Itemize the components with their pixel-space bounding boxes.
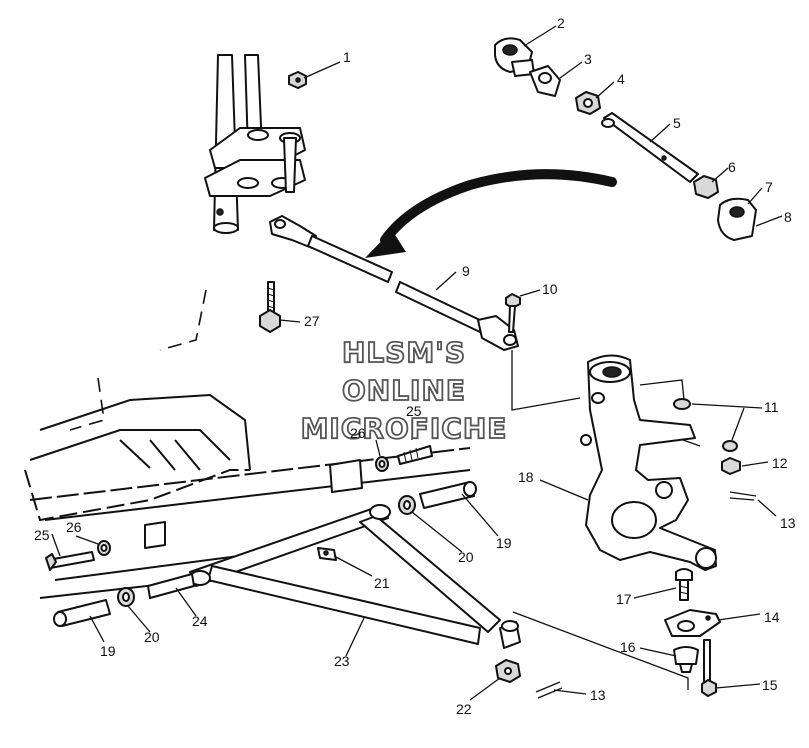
callout-12: 12: [772, 455, 788, 471]
callout-21: 21: [374, 575, 390, 591]
direction-arrow: [365, 169, 617, 258]
callout-9: 9: [462, 263, 470, 279]
bolt-25-upper: [397, 445, 433, 465]
sleeve-19-lower: [53, 599, 111, 627]
callout-23: 23: [334, 653, 350, 669]
callout-15: 15: [762, 677, 778, 693]
callout-2: 2: [557, 15, 565, 31]
washer-26-upper: [375, 456, 389, 472]
bolt-25-lower: [45, 551, 95, 571]
washer-20-upper: [398, 495, 416, 515]
nut-22: [495, 659, 521, 683]
ball-joint-16: [673, 646, 699, 673]
bolt-10: [505, 293, 521, 333]
callout-6: 6: [728, 159, 736, 175]
bolt-17: [675, 568, 693, 601]
bushing-24: [147, 573, 195, 599]
callout-20-lower: 20: [144, 629, 160, 645]
steering-knuckle-18: [580, 354, 717, 571]
steering-post: [204, 54, 306, 234]
callout-4: 4: [617, 71, 625, 87]
nut-4: [575, 91, 601, 115]
callout-20-upper: 20: [458, 549, 474, 565]
callout-18: 18: [518, 469, 534, 485]
watermark-line-3: MICROFICHE: [301, 412, 508, 445]
callout-8: 8: [784, 209, 792, 225]
washer-20-lower: [117, 587, 135, 607]
callout-19-upper: 19: [496, 535, 512, 551]
grease-fitting-21: [317, 547, 337, 561]
callout-7: 7: [765, 179, 773, 195]
tie-rod-9: [269, 215, 519, 351]
callout-17: 17: [616, 591, 632, 607]
jam-nut-3: [529, 65, 561, 97]
cotter-pin-13-lower: [535, 681, 563, 699]
watermark: HLSM'S ONLINE MICROFICHE: [300, 335, 508, 446]
callout-3: 3: [584, 51, 592, 67]
assembly-lines: [69, 289, 701, 690]
callout-13-lower: 13: [590, 687, 606, 703]
callout-25-lower: 25: [34, 527, 50, 543]
sleeve-19-upper: [419, 481, 477, 509]
a-arm-23: [189, 504, 521, 649]
tie-rod-end-2: [494, 37, 535, 77]
cotter-pin-13-upper: [729, 491, 757, 501]
nut-1: [288, 71, 307, 89]
callout-24: 24: [192, 613, 208, 629]
washer-11-lower: [722, 440, 738, 452]
callout-13-upper: 13: [780, 515, 796, 531]
tie-rod-sleeve-5: [601, 112, 699, 183]
watermark-line-1: HLSM'S: [342, 336, 466, 369]
callout-16: 16: [620, 639, 636, 655]
tie-rod-end-7: [717, 197, 757, 241]
callout-1: 1: [343, 49, 351, 65]
callout-25-upper: 25: [406, 403, 422, 419]
callout-11: 11: [764, 399, 779, 415]
callout-26-upper: 26: [350, 425, 366, 441]
callout-27: 27: [304, 313, 320, 329]
watermark-line-2: ONLINE: [342, 374, 466, 407]
nut-12: [721, 457, 741, 475]
washer-26-lower: [97, 540, 111, 556]
callout-10: 10: [542, 281, 558, 297]
callout-19-lower: 19: [100, 643, 116, 659]
washer-11-upper: [673, 398, 691, 410]
callout-22: 22: [456, 701, 472, 717]
bolt-15: [701, 639, 717, 697]
ball-joint-plate-14: [664, 609, 721, 637]
bolt-27: [259, 281, 281, 333]
callout-labels: 1 2 3 4 5 6 7 8 9 10 11 12 13 13 14 15 1…: [34, 15, 796, 717]
leader-lines: [51, 25, 783, 701]
callout-5: 5: [673, 115, 681, 131]
callout-14: 14: [764, 609, 780, 625]
callout-26-lower: 26: [66, 519, 82, 535]
